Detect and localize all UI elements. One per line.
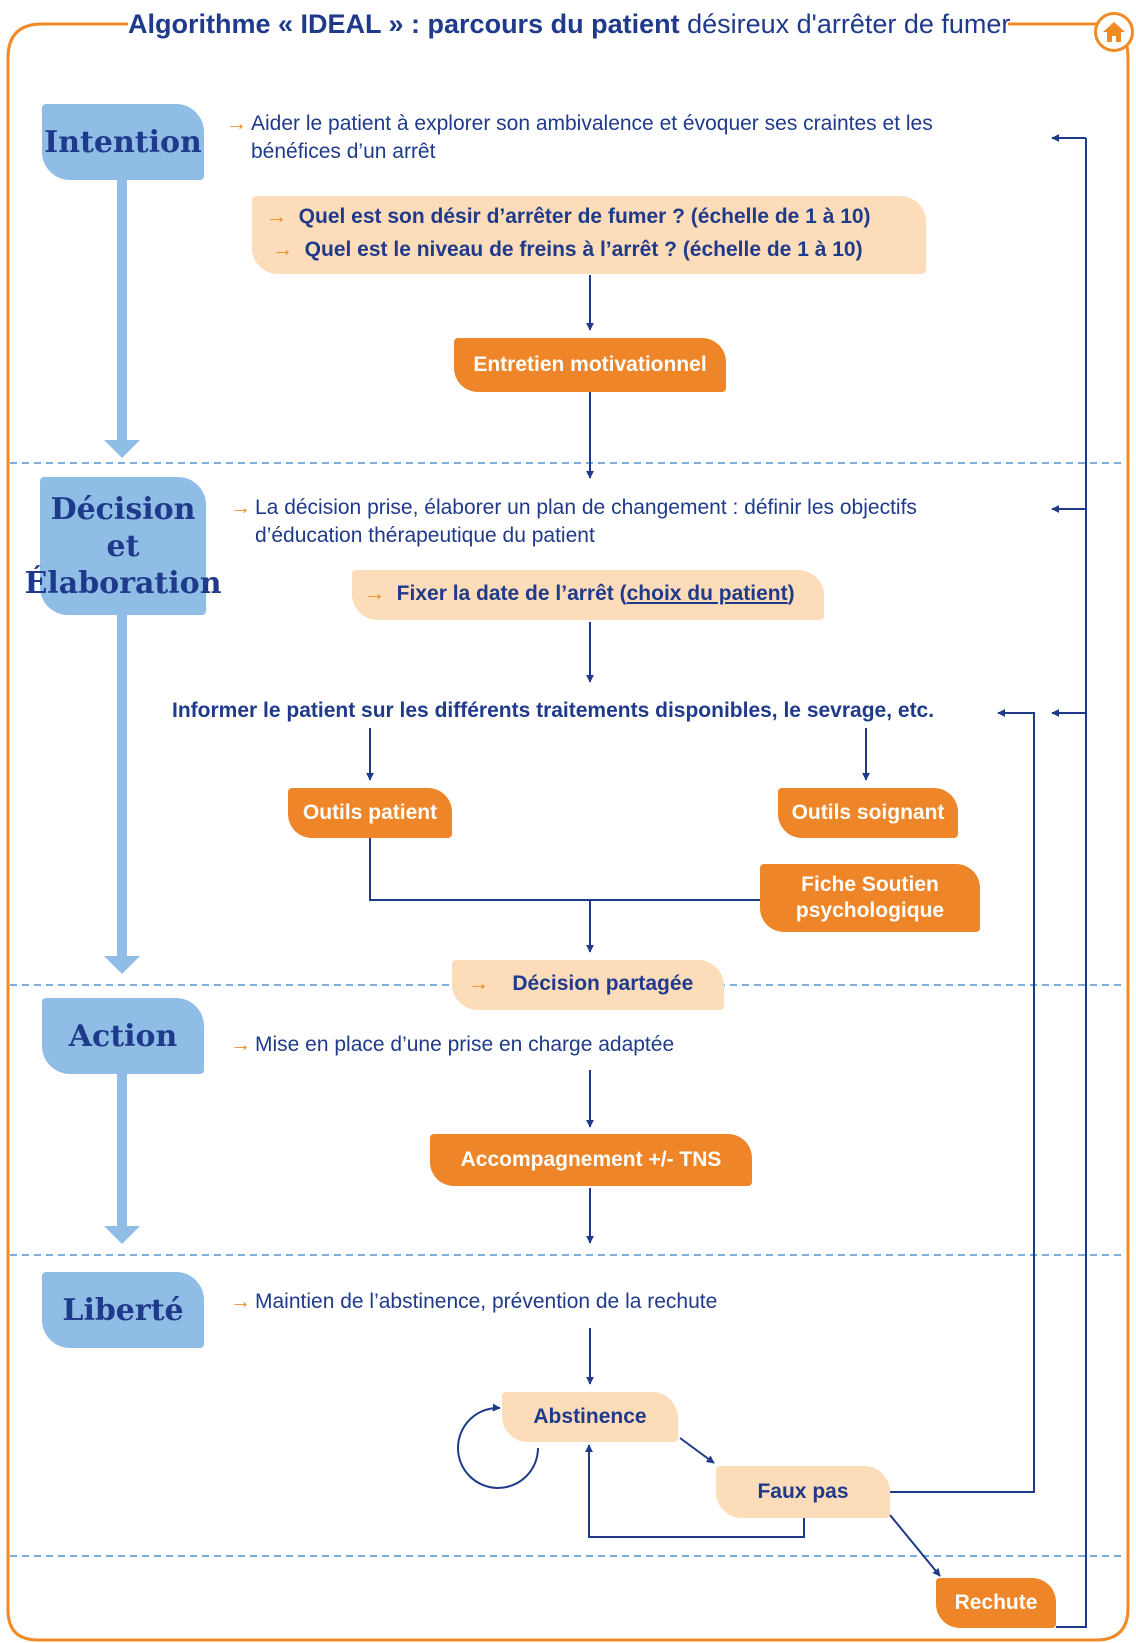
stage-liberte: Liberté [42, 1272, 204, 1348]
action-description: →Mise en place d’une prise en charge ada… [230, 1031, 674, 1059]
stage-flow-arrows [104, 178, 140, 1244]
decision-partagee-box: → Décision partagée [452, 960, 724, 1010]
stage-action: Action [42, 998, 204, 1074]
title-bold: Algorithme « IDEAL » : parcours du patie… [128, 9, 680, 39]
stage-decision-line1: Décision [50, 491, 196, 527]
rechute-label: Rechute [954, 1591, 1038, 1614]
fixer-date-text: Fixer la date de l’arrêt ( [396, 582, 627, 605]
fiche-soutien-line2: psychologique [795, 899, 945, 922]
arrow-right-icon: → [266, 205, 287, 228]
title-rest: désireux d'arrêter de fumer [687, 9, 1011, 39]
stage-liberte-label: Liberté [62, 1292, 184, 1328]
page-title: Algorithme « IDEAL » : parcours du patie… [128, 4, 1011, 44]
home-icon [1103, 22, 1125, 42]
action-text: Mise en place d’une prise en charge adap… [255, 1033, 675, 1056]
fixer-date-close: ) [787, 582, 795, 605]
question-2-text: Quel est le niveau de freins à l’arrêt ?… [304, 238, 863, 261]
intention-description: →Aider le patient à explorer son ambival… [226, 110, 1016, 166]
decision-description: →La décision prise, élaborer un plan de … [230, 494, 1020, 550]
stage-decision: Décision et Élaboration [25, 477, 222, 615]
arrow-right-icon: → [468, 972, 489, 995]
stage-decision-line3: Élaboration [24, 565, 222, 601]
fixer-date-line: → Fixer la date de l’arrêt (choix du pat… [364, 582, 795, 606]
arrow-right-icon: → [230, 496, 251, 519]
decision-text-line1: La décision prise, élaborer un plan de c… [255, 496, 917, 519]
intention-text-line2: bénéfices d’un arrêt [251, 140, 436, 163]
intention-questions-box: → Quel est son désir d’arrêter de fumer … [252, 196, 926, 274]
liberte-description: →Maintien de l’abstinence, prévention de… [230, 1288, 717, 1316]
arrow-right-icon: → [226, 112, 247, 135]
decision-text-line2: d’éducation thérapeutique du patient [255, 524, 595, 547]
stage-decision-line2: et [106, 528, 140, 564]
arrow-right-icon: → [272, 238, 293, 261]
question-1-text: Quel est son désir d’arrêter de fumer ? … [298, 205, 871, 228]
informer-text: Informer le patient sur les différents t… [172, 697, 934, 725]
arrow-right-icon: → [230, 1033, 251, 1056]
abstinence-label: Abstinence [533, 1405, 647, 1428]
outils-patient-box: Outils patient [288, 788, 452, 838]
entretien-label: Entretien motivationnel [473, 353, 707, 376]
accompagnement-label: Accompagnement +/- TNS [460, 1148, 722, 1171]
entretien-motivationnel-box: Entretien motivationnel [454, 338, 726, 392]
arrow-right-icon: → [230, 1290, 251, 1313]
decision-partagee-line: → Décision partagée [468, 972, 693, 996]
intention-text-line1: Aider le patient à explorer son ambivale… [251, 112, 933, 135]
informer-label: Informer le patient sur les différents t… [172, 699, 935, 722]
accompagnement-box: Accompagnement +/- TNS [430, 1134, 752, 1186]
stage-action-label: Action [68, 1018, 178, 1054]
arrow-right-icon: → [364, 582, 385, 605]
outils-soignant-label: Outils soignant [791, 801, 945, 824]
outils-soignant-box: Outils soignant [778, 788, 958, 838]
liberte-text: Maintien de l’abstinence, prévention de … [255, 1290, 718, 1313]
fiche-soutien-line1: Fiche Soutien [801, 873, 939, 896]
decision-partagee-label: Décision partagée [512, 972, 694, 995]
faux-pas-label: Faux pas [757, 1480, 849, 1503]
fiche-soutien-box: Fiche Soutien psychologique [760, 864, 980, 932]
stage-intention: Intention [42, 104, 204, 180]
abstinence-box: Abstinence [502, 1392, 678, 1442]
stage-intention-label: Intention [44, 124, 202, 160]
fixer-date-box: → Fixer la date de l’arrêt (choix du pat… [352, 570, 824, 620]
home-button[interactable] [1094, 12, 1134, 52]
faux-pas-box: Faux pas [716, 1466, 890, 1518]
rechute-box: Rechute [936, 1578, 1056, 1628]
question-2: → Quel est le niveau de freins à l’arrêt… [272, 238, 863, 262]
outils-patient-label: Outils patient [302, 801, 438, 824]
question-1: → Quel est son désir d’arrêter de fumer … [266, 205, 871, 229]
choix-du-patient-text: choix du patient [626, 582, 788, 605]
